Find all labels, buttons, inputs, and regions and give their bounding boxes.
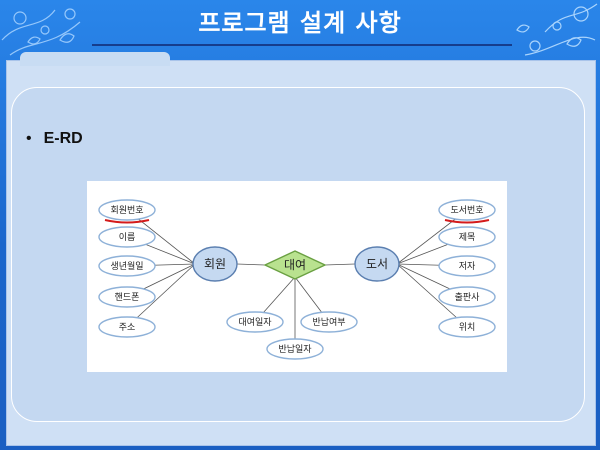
relationship-attribute-3-label: 반납일자 xyxy=(278,344,312,355)
attribute-4-left: 핸드폰 xyxy=(98,286,156,308)
attribute-4-left-label: 핸드폰 xyxy=(115,291,140,303)
entity-book: 도서 xyxy=(354,246,400,282)
attribute-1-left-label: 회원번호 xyxy=(110,205,143,216)
entity-member: 회원 xyxy=(192,246,238,282)
attribute-1-right-label: 도서번호 xyxy=(450,205,483,216)
attribute-2-right: 제목 xyxy=(438,226,496,248)
attribute-3-right-label: 저자 xyxy=(459,261,476,272)
relationship-rental: 대여 xyxy=(263,250,327,280)
relationship-attribute-3: 반납일자 xyxy=(266,338,324,360)
primary-key-underline xyxy=(444,219,490,224)
bullet-text: E-RD xyxy=(43,130,83,147)
attribute-3-right: 저자 xyxy=(438,255,496,277)
attribute-5-left: 주소 xyxy=(98,316,156,338)
relationship-attribute-2: 반납여부 xyxy=(300,311,358,333)
frame-tab xyxy=(20,52,170,66)
attribute-5-right: 위치 xyxy=(438,316,496,338)
attribute-5-left-label: 주소 xyxy=(119,322,136,333)
bullet-dot: • xyxy=(26,130,32,147)
floral-decoration-right xyxy=(516,3,598,56)
entity-book-label: 도서 xyxy=(366,257,388,271)
relationship-rental-label: 대여 xyxy=(284,258,306,272)
attribute-2-left: 이름 xyxy=(98,226,156,248)
relationship-attribute-1: 대여일자 xyxy=(226,311,284,333)
attribute-4-right: 출판사 xyxy=(438,286,496,308)
floral-decoration-left xyxy=(1,8,81,56)
attribute-5-right-label: 위치 xyxy=(459,321,476,333)
entity-member-label: 회원 xyxy=(204,257,226,271)
attribute-3-left: 생년월일 xyxy=(98,255,156,277)
bullet-item: • E-RD xyxy=(26,130,83,148)
title-underline xyxy=(92,44,512,46)
attribute-1-right: 도서번호 xyxy=(438,199,496,224)
attribute-4-right-label: 출판사 xyxy=(455,292,481,303)
attribute-1-left: 회원번호 xyxy=(98,199,156,224)
attribute-3-left-label: 생년월일 xyxy=(110,260,143,272)
relationship-attribute-1-label: 대여일자 xyxy=(238,316,272,328)
primary-key-underline xyxy=(104,219,150,224)
slide-title: 프로그램 설계 사항 xyxy=(198,9,402,37)
attribute-2-left-label: 이름 xyxy=(119,232,136,243)
relationship-attribute-2-label: 반납여부 xyxy=(312,316,345,328)
attribute-2-right-label: 제목 xyxy=(459,232,476,243)
